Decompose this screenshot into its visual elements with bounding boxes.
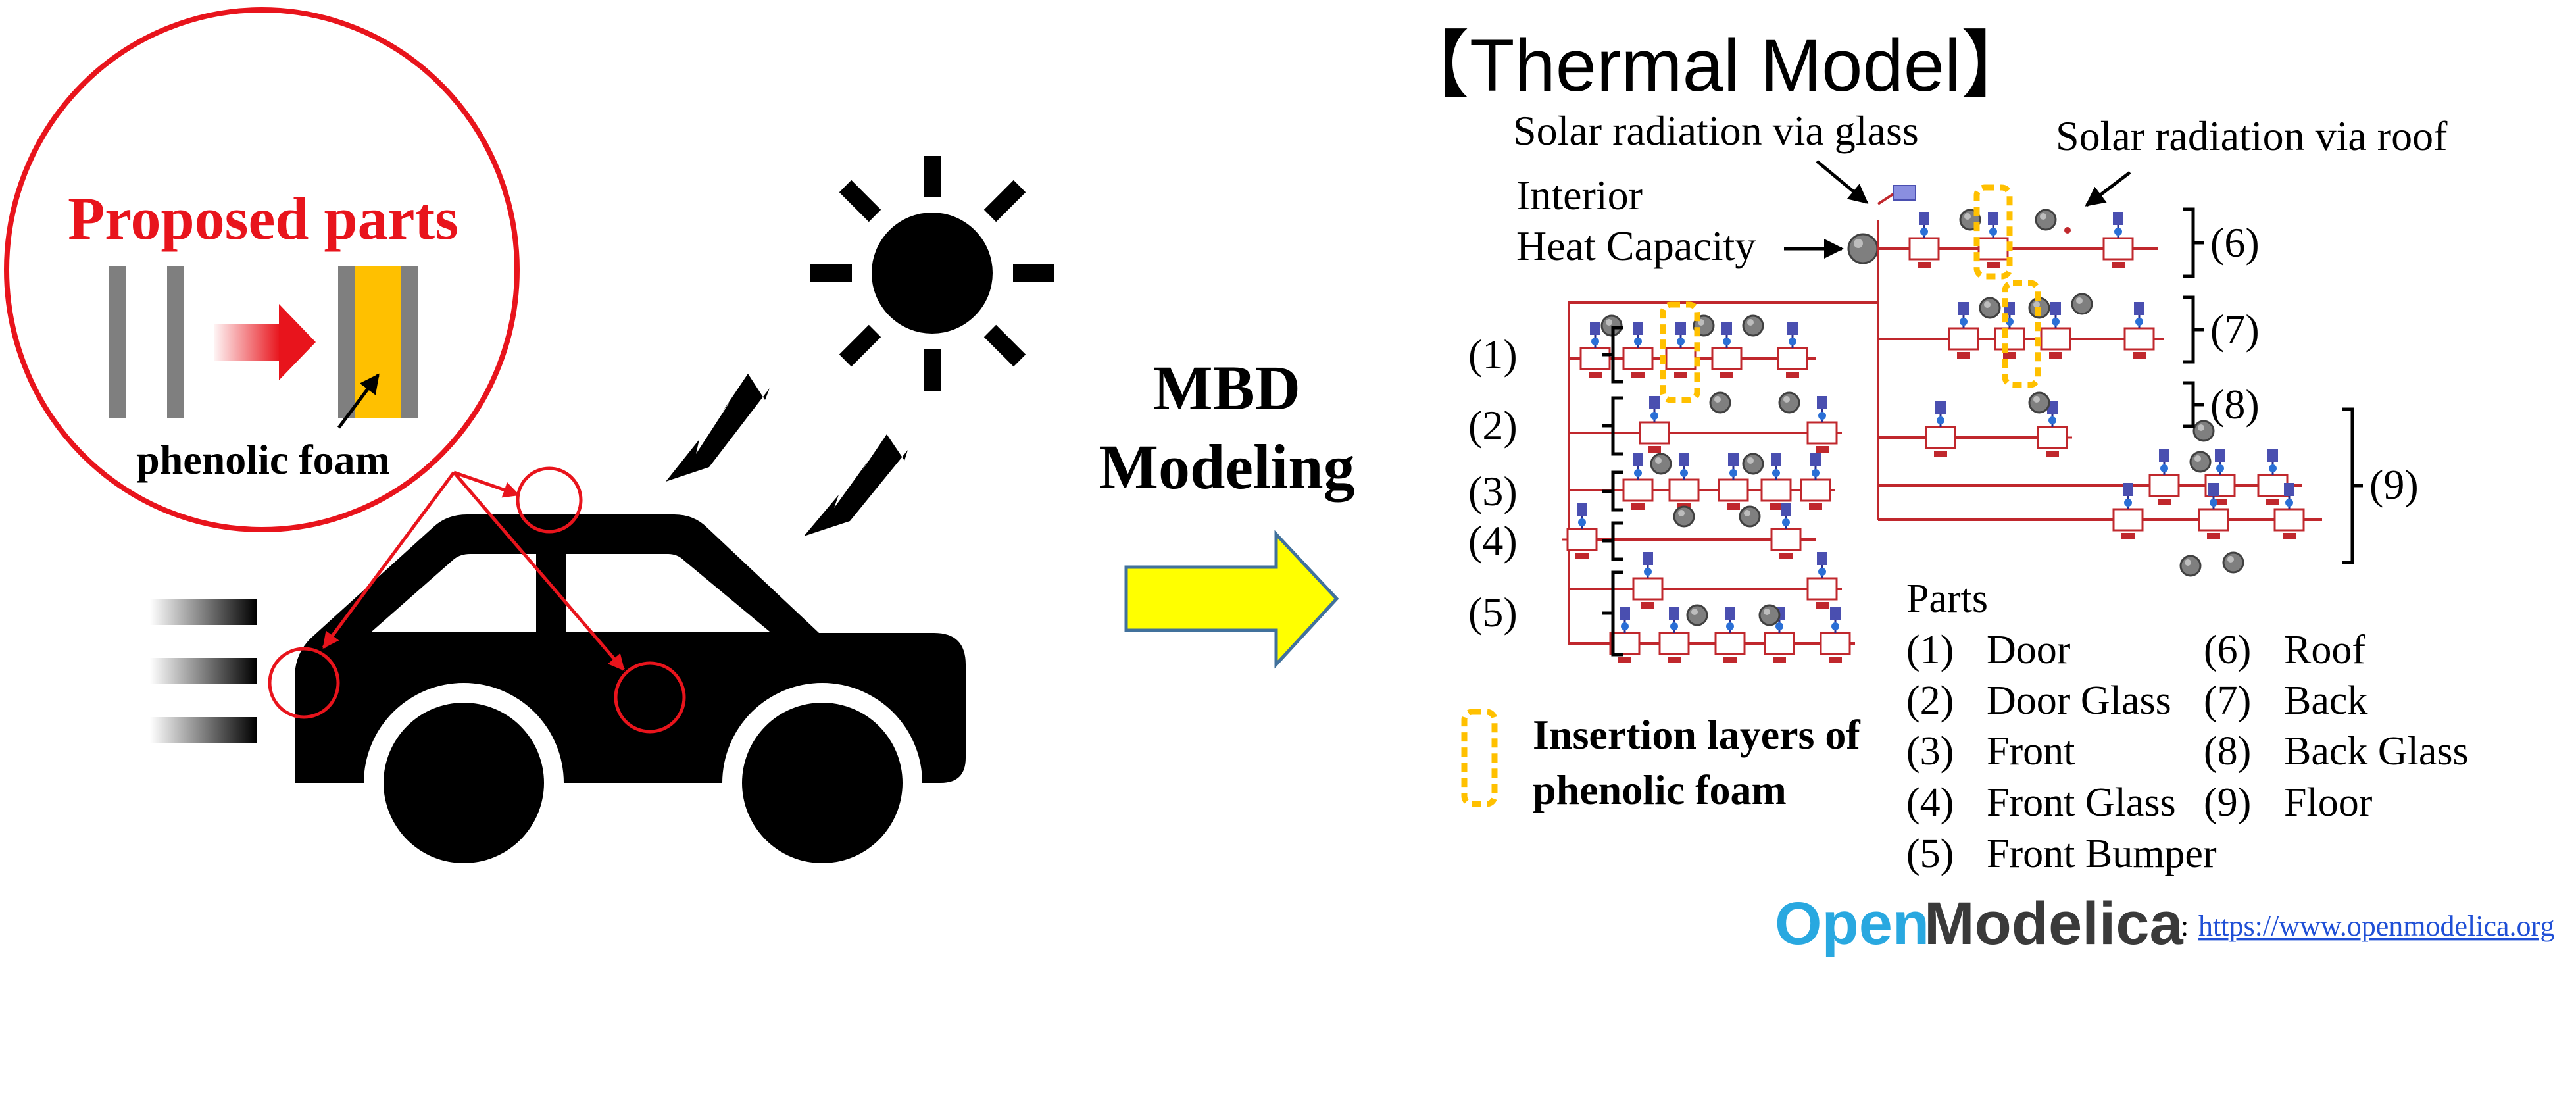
plate-right-2 — [401, 266, 418, 418]
part-2-name: Door Glass — [1987, 678, 2171, 723]
sun-icon — [810, 156, 1054, 391]
link-prefix: : — [2181, 910, 2189, 942]
callout-arrow-front — [322, 471, 456, 649]
speed-line-3 — [150, 717, 257, 743]
solar-roof-source — [2064, 227, 2071, 234]
bracket-label-7: (7) — [2210, 306, 2260, 353]
car-icon — [150, 466, 966, 883]
part-6-num: (6) — [2204, 628, 2251, 672]
insertion-legend: Insertion layers of phenolic foam — [1461, 709, 1860, 813]
part-9-name: Floor — [2284, 780, 2373, 825]
part-8-name: Back Glass — [2284, 729, 2469, 774]
proposed-parts-bubble: Proposed parts phenolic foam — [4, 7, 520, 532]
solar-roof-label: Solar radiation via roof — [2056, 113, 2448, 159]
foam-pointer-arrow — [337, 373, 380, 429]
callout-door — [614, 661, 686, 734]
foam-label: phenolic foam — [136, 436, 390, 483]
solar-roof-arrow — [2085, 171, 2131, 207]
bracket-label-1: (1) — [1468, 331, 1518, 378]
insertion-legend-line2: phenolic foam — [1533, 766, 1787, 813]
solar-glass-arrow — [1816, 160, 1869, 204]
callout-arrow-door — [453, 471, 625, 671]
part-4-num: (4) — [1906, 780, 1954, 825]
parts-list: Parts (1) Door (2) Door Glass (3) Front … — [1906, 576, 2469, 876]
foam-insertion-highlights — [1660, 184, 2041, 403]
part-8-num: (8) — [2204, 729, 2251, 774]
part-1-name: Door — [1987, 628, 2071, 672]
solar-glass-label: Solar radiation via glass — [1513, 107, 1919, 154]
lightning-icon-2 — [804, 434, 908, 536]
heat-capacity-label: Heat Capacity — [1516, 222, 1756, 269]
openmodelica-logo: Open Modelica — [1775, 890, 2183, 957]
part-7-num: (7) — [2204, 678, 2251, 723]
interior-label: Interior — [1516, 172, 1643, 218]
mbd-label: MBD — [1153, 353, 1300, 423]
bracket-label-4: (4) — [1468, 517, 1518, 564]
transform-arrow — [214, 304, 316, 380]
part-5-num: (5) — [1906, 832, 1954, 876]
part-3-num: (3) — [1906, 729, 1954, 774]
callout-roof — [516, 466, 583, 534]
bracket-label-8: (8) — [2210, 381, 2260, 428]
openmodelica-link[interactable]: https://www.openmodelica.org — [2198, 910, 2554, 942]
part-2-num: (2) — [1906, 678, 1954, 723]
logo-modelica-text: Modelica — [1924, 890, 2183, 957]
insertion-legend-line1: Insertion layers of — [1533, 711, 1860, 758]
bracket-label-2: (2) — [1468, 402, 1518, 449]
bracket-labels: (1) (2) (3) (4) (5) (6) (7) (8) (9) — [1468, 219, 2419, 636]
insertion-legend-swatch — [1461, 709, 1498, 807]
plate-left-2 — [167, 266, 184, 418]
bracket-label-3: (3) — [1468, 468, 1518, 514]
part-3-name: Front — [1987, 729, 2075, 774]
speed-line-2 — [150, 658, 257, 684]
modeling-label: Modeling — [1099, 432, 1354, 502]
bracket-label-6: (6) — [2210, 219, 2260, 266]
callout-front — [268, 647, 340, 719]
callout-arrow-roof — [453, 470, 520, 498]
part-1-num: (1) — [1906, 628, 1954, 672]
bracket-label-9: (9) — [2369, 461, 2419, 508]
part-6-name: Roof — [2284, 628, 2365, 672]
thermal-model-title: 【Thermal Model】 — [1396, 24, 2035, 107]
plate-right-1 — [338, 266, 355, 418]
bracket-label-5: (5) — [1468, 589, 1518, 636]
lightning-icon-1 — [666, 374, 770, 482]
logo-open-text: Open — [1775, 890, 1929, 957]
part-4-name: Front Glass — [1987, 780, 2176, 825]
part-brackets — [1602, 207, 2363, 657]
mbd-arrow-icon — [1124, 530, 1339, 669]
part-9-num: (9) — [2204, 780, 2251, 825]
speed-line-1 — [150, 599, 257, 625]
parts-heading: Parts — [1906, 576, 1988, 621]
plate-left-1 — [109, 266, 126, 418]
part-5-name: Front Bumper — [1987, 832, 2217, 876]
solar-glass-source — [1893, 185, 1916, 201]
bubble-title: Proposed parts — [68, 185, 458, 252]
part-7-name: Back — [2284, 678, 2367, 723]
